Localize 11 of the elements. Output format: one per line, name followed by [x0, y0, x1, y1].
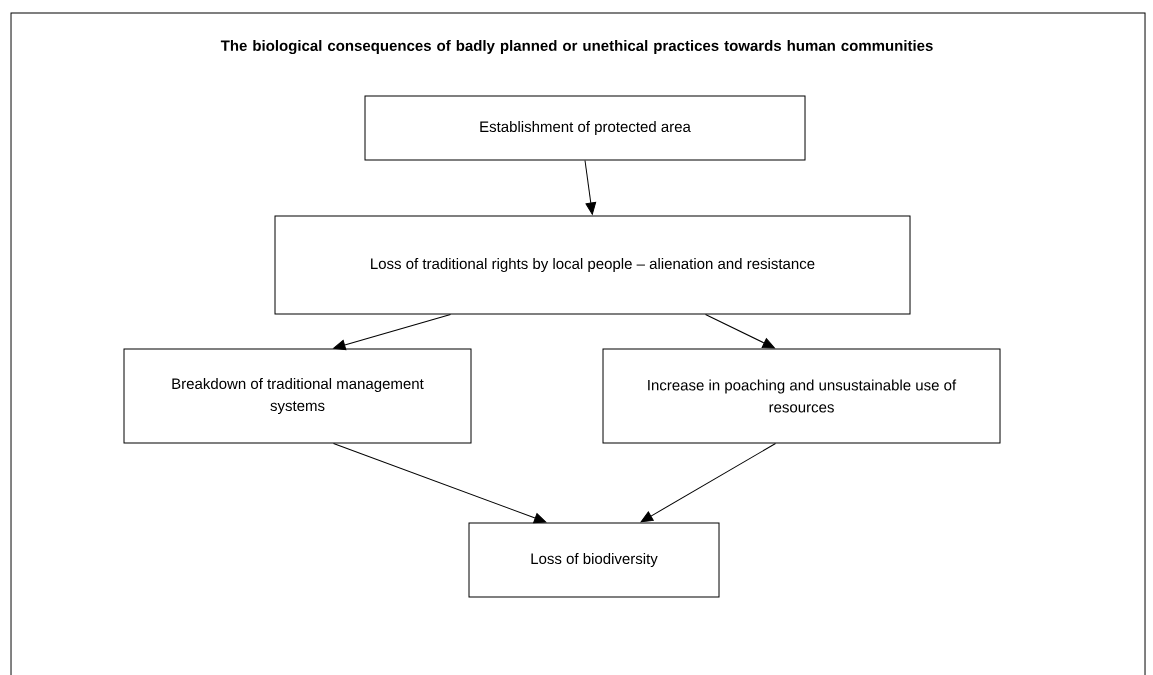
process-box: Increase in poaching and unsustainable use of resources — [602, 348, 1001, 444]
arrow — [584, 160, 597, 215]
process-box: Establishment of protected area — [364, 95, 806, 161]
arrow — [333, 443, 547, 524]
arrow — [640, 443, 776, 523]
process-box: Loss of traditional rights by local people – alienation and resistance — [274, 215, 911, 315]
process-box: Breakdown of traditional management systems — [123, 348, 472, 444]
arrow — [705, 314, 775, 349]
title: The biological consequences of badly planned or unethical practices towards human communities — [220, 40, 933, 55]
arrow — [333, 314, 451, 351]
process-box: Loss of biodiversity — [468, 522, 720, 598]
